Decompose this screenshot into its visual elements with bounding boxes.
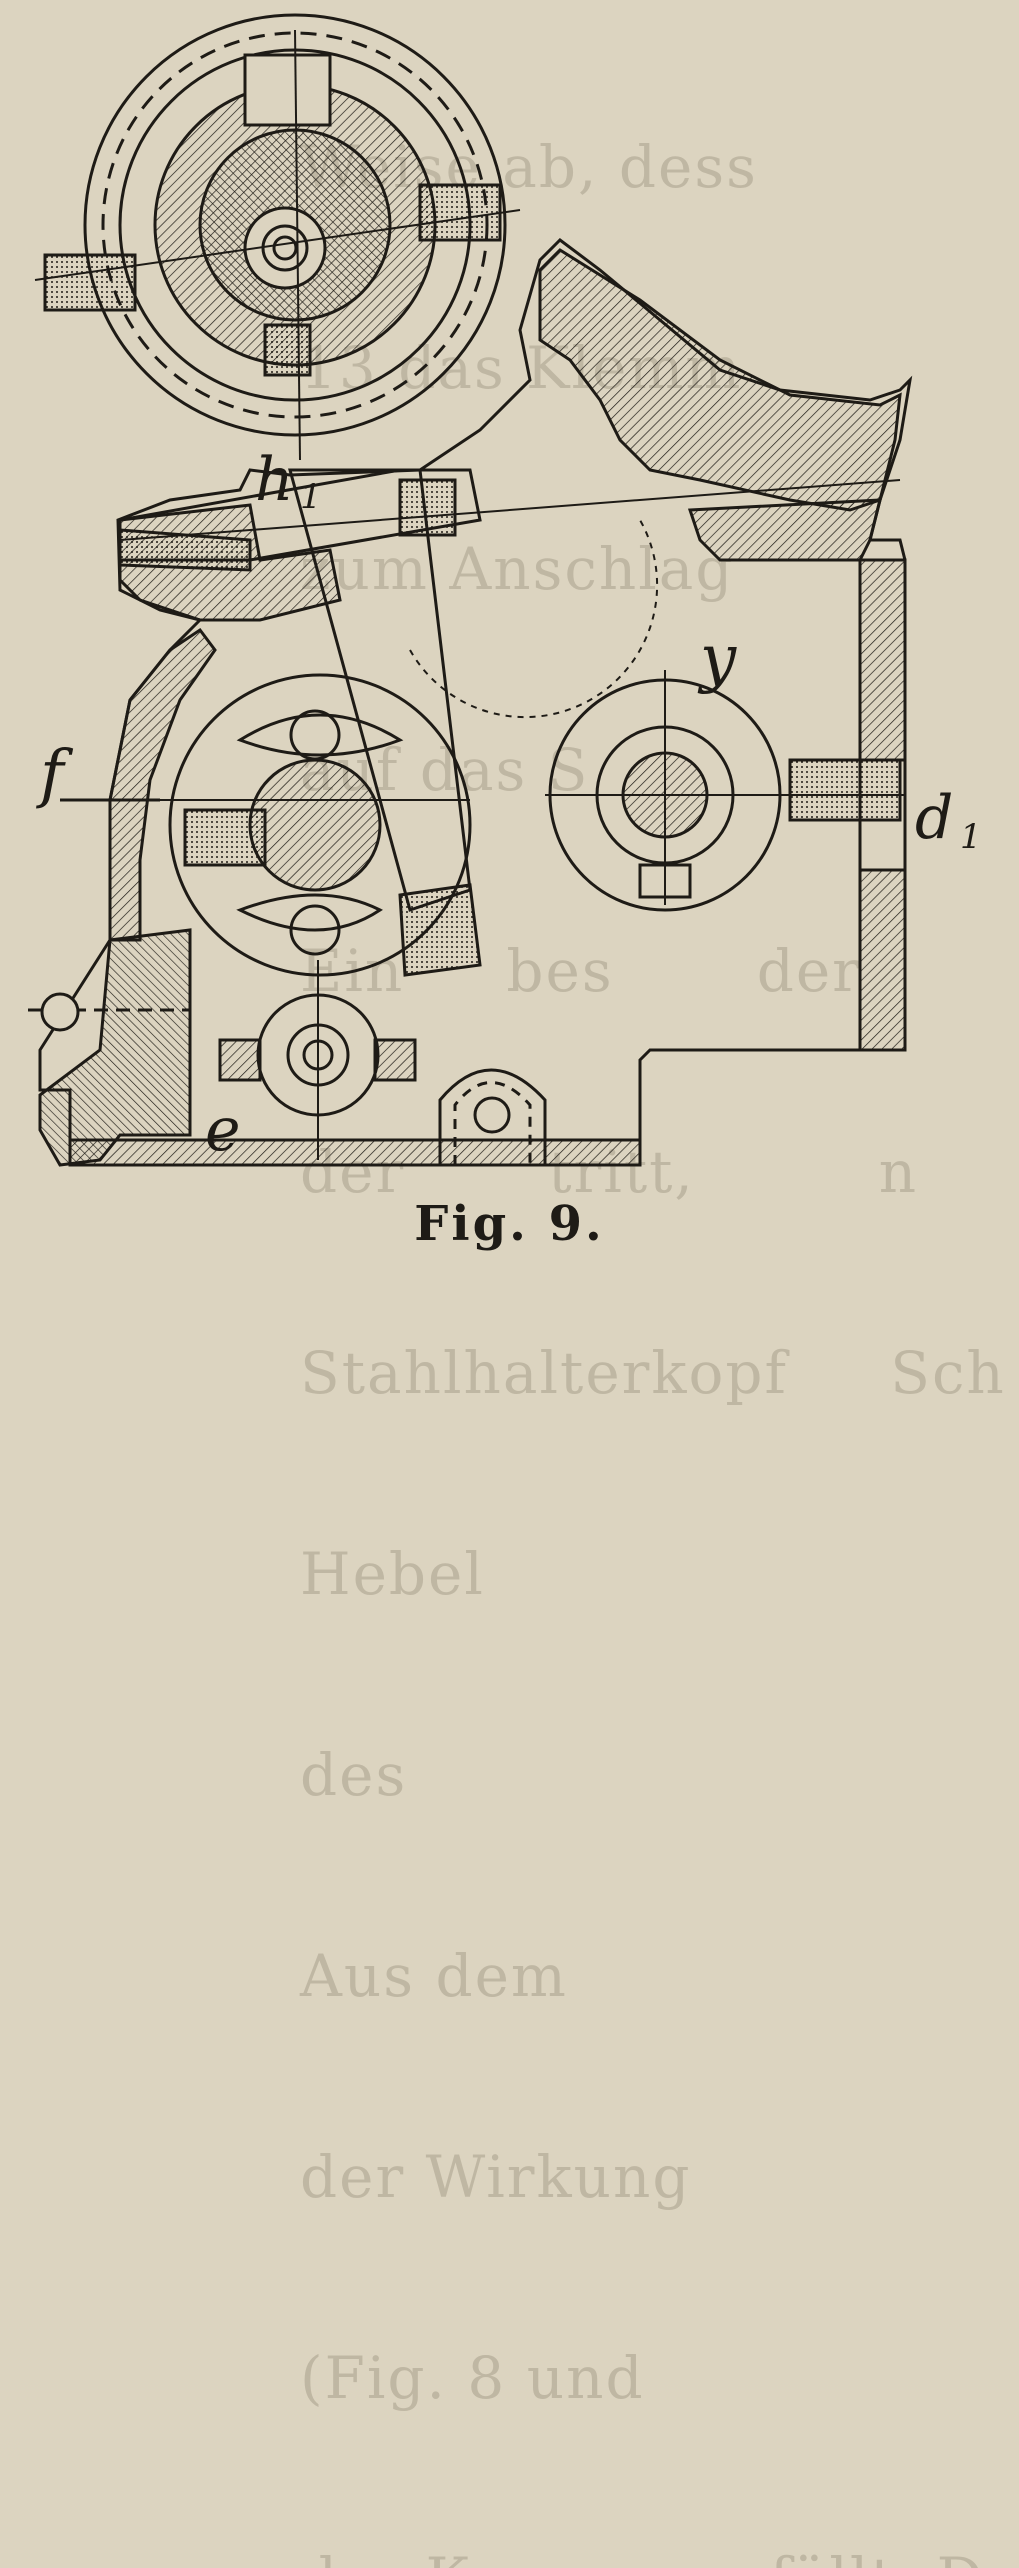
bg-line: (Fig. 8 und (300, 2344, 645, 2412)
right-bracket-section (687, 498, 882, 562)
upper-wheel (34, 13, 521, 461)
bg-line: Hebel (300, 1540, 485, 1608)
bg-line: der Kammer fällt. D (300, 2546, 1019, 2568)
label-h: h (255, 445, 294, 515)
left-curved-wall (108, 627, 217, 942)
bg-line: der Wirkung (300, 2143, 692, 2211)
label-e: e (205, 1095, 241, 1165)
lower-clamp-block (38, 928, 192, 1167)
label-d: d (915, 783, 953, 853)
label-d1: d 1 (915, 783, 982, 857)
base-section (68, 1138, 642, 1167)
label-h-sub: 1 (300, 477, 322, 517)
bottom-bolt (438, 1068, 547, 1165)
label-d-sub: 1 (960, 817, 982, 857)
label-y: y (697, 622, 737, 696)
bg-line: Aus dem (300, 1942, 568, 2010)
mechanism-drawing: h 1 y f d 1 e (28, 13, 982, 1167)
lower-wheel (130, 673, 472, 977)
disc-y (409, 519, 905, 912)
figure-caption: Fig. 9. (414, 1196, 605, 1252)
upper-arm-section (538, 248, 902, 512)
lever-arm (288, 468, 482, 977)
eccentric-e (218, 960, 417, 1160)
bg-line: des (300, 1741, 408, 1809)
label-h1: h 1 (255, 445, 322, 517)
bg-line: Stahlhalterkopf Sch (300, 1339, 1006, 1407)
